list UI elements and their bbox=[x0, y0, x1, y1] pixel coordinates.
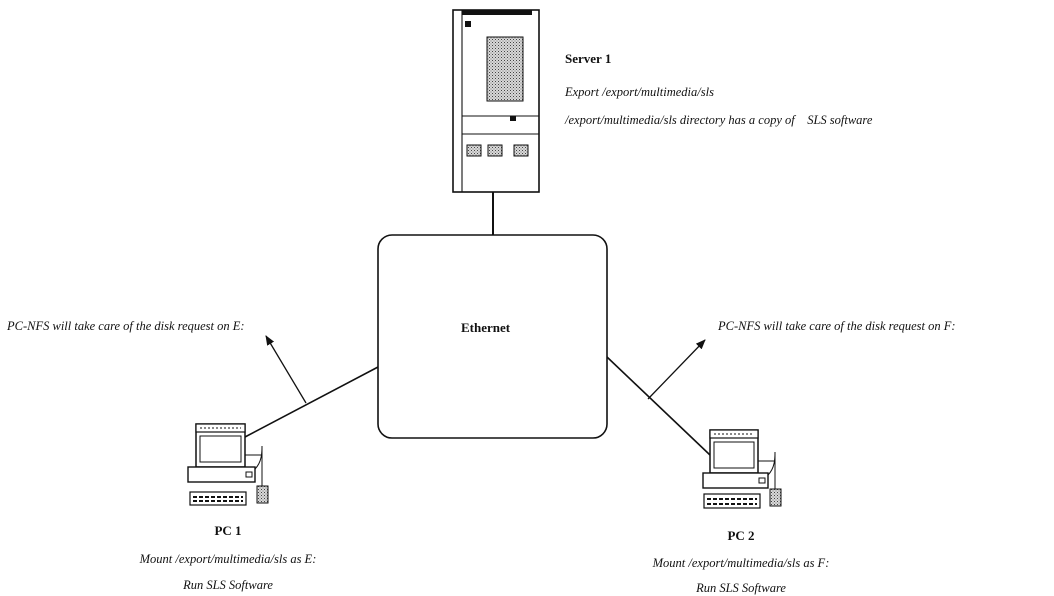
pc1-computer-icon bbox=[187, 423, 269, 506]
pc1-title: PC 1 bbox=[214, 523, 242, 538]
pc2-callout-text: PC-NFS will take care of the disk reques… bbox=[718, 319, 956, 333]
pc2-computer-icon bbox=[702, 429, 782, 509]
pc2-run-text: Run SLS Software bbox=[696, 581, 786, 595]
pc2-ethernet-link bbox=[606, 356, 711, 456]
ethernet-label: Ethernet bbox=[461, 320, 511, 335]
server-export-text: Export /export/multimedia/sls bbox=[565, 85, 714, 99]
pc1-callout-arrow bbox=[265, 335, 307, 404]
server-title: Server 1 bbox=[565, 51, 612, 66]
server-icon bbox=[452, 9, 540, 193]
pc2-title: PC 2 bbox=[727, 528, 755, 543]
pc1-run-text: Run SLS Software bbox=[183, 578, 273, 592]
pc2-mount-text: Mount /export/multimedia/sls as F: bbox=[652, 556, 830, 570]
pc1-callout-text: PC-NFS will take care of the disk reques… bbox=[7, 319, 245, 333]
server-directory-text: /export/multimedia/sls directory has a c… bbox=[565, 113, 873, 127]
pc2-callout-arrow bbox=[647, 339, 706, 400]
pc1-ethernet-link bbox=[244, 366, 379, 438]
ethernet-box bbox=[377, 234, 608, 439]
pc1-mount-text: Mount /export/multimedia/sls as E: bbox=[139, 552, 317, 566]
